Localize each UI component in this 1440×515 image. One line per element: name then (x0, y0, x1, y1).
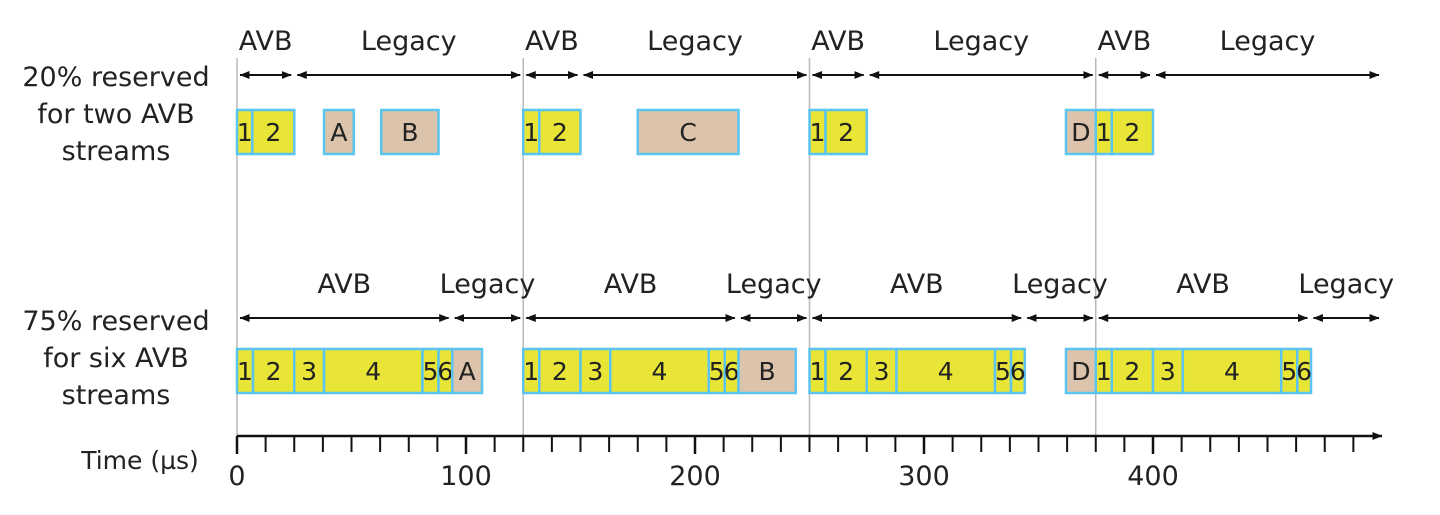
avb-stream-frame (1151, 347, 1185, 395)
avb-stream-label: 2 (1124, 118, 1140, 147)
legacy-frame-label: A (330, 118, 347, 147)
legacy-frame (322, 108, 356, 156)
legacy-period-label: Legacy (361, 26, 457, 57)
time-tick-label: 0 (228, 461, 245, 492)
avb-stream-label: 5 (709, 357, 725, 386)
avb-stream-label: 2 (552, 357, 568, 386)
avb-stream-label: 2 (552, 118, 568, 147)
time-tick-label: 100 (440, 461, 492, 492)
row-label-75pct-line2: for six AVB (43, 343, 189, 374)
avb-stream-label: 3 (587, 357, 603, 386)
legacy-period-label: Legacy (1220, 26, 1316, 57)
avb-period-label: AVB (890, 269, 944, 300)
avb-stream-label: 2 (838, 118, 854, 147)
avb-stream-frame (1181, 347, 1283, 395)
legacy-frame (451, 347, 484, 395)
row-label-20pct-line1: 20% reserved (22, 62, 210, 93)
avb-stream-label: 3 (1160, 357, 1176, 386)
avb-stream-label: 3 (301, 357, 317, 386)
legacy-frame-label: D (1071, 357, 1090, 386)
avb-stream-frame (579, 347, 612, 395)
avb-stream-label: 6 (1296, 357, 1312, 386)
avb-stream-label: 1 (523, 357, 539, 386)
avb-period-label: AVB (525, 26, 579, 57)
legacy-frame-label: D (1071, 118, 1090, 147)
avb-stream-label: 2 (265, 118, 281, 147)
row-label-75pct-line3: streams (61, 380, 171, 411)
legacy-frame (1064, 108, 1097, 156)
row-label-20pct: 20% reserved for two AVB streams (0, 59, 232, 170)
avb-stream-label: 1 (237, 357, 253, 386)
avb-period-label: AVB (604, 269, 658, 300)
avb-stream-frame (251, 108, 296, 156)
avb-period-label: AVB (1098, 26, 1152, 57)
avb-stream-frame (824, 108, 869, 156)
avb-stream-label: 5 (995, 357, 1011, 386)
avb-stream-label: 1 (237, 118, 253, 147)
time-tick-label: 300 (898, 461, 950, 492)
avb-stream-label: 6 (1010, 357, 1026, 386)
avb-period-label: AVB (811, 26, 865, 57)
avb-stream-label: 2 (838, 357, 854, 386)
avb-stream-label: 2 (1124, 357, 1140, 386)
row-label-75pct-line1: 75% reserved (22, 306, 210, 337)
time-tick-label: 400 (1127, 461, 1179, 492)
avb-stream-label: 6 (437, 357, 453, 386)
legacy-frame-label: A (459, 357, 476, 386)
avb-stream-label: 4 (938, 357, 954, 386)
avb-stream-label: 4 (652, 357, 668, 386)
time-tick-label: 200 (669, 461, 721, 492)
legacy-frame-label: C (679, 118, 696, 147)
legacy-frame (380, 108, 440, 156)
avb-stream-frame (1009, 347, 1027, 395)
avb-period-label: AVB (317, 269, 371, 300)
avb-stream-label: 6 (724, 357, 740, 386)
legacy-frame-label: B (401, 118, 418, 147)
avb-stream-frame (322, 347, 424, 395)
avb-stream-label: 1 (810, 118, 826, 147)
legacy-period-label: Legacy (726, 269, 822, 300)
avb-stream-frame (1110, 108, 1155, 156)
time-axis: 0 100 200 300 400 Time (µs) (80, 432, 1383, 492)
avb-stream-label: 4 (365, 357, 381, 386)
avb-stream-label: 5 (1281, 357, 1297, 386)
legacy-frame (737, 347, 798, 395)
legacy-period-label: Legacy (440, 269, 536, 300)
avb-stream-label: 1 (523, 118, 539, 147)
avb-stream-frame (293, 347, 326, 395)
avb-stream-frame (251, 347, 296, 395)
avb-stream-label: 1 (1096, 357, 1112, 386)
row-label-75pct: 75% reserved for six AVB streams (0, 303, 232, 414)
row-label-20pct-line2: for two AVB (37, 99, 195, 130)
avb-period-label: AVB (239, 26, 293, 57)
avb-stream-label: 5 (423, 357, 439, 386)
legacy-period-label: Legacy (933, 26, 1029, 57)
legacy-period-label: Legacy (1012, 269, 1108, 300)
avb-stream-label: 4 (1224, 357, 1240, 386)
legacy-frame (636, 108, 740, 156)
avb-stream-label: 2 (266, 357, 282, 386)
avb-stream-label: 3 (874, 357, 890, 386)
row-label-20pct-line3: streams (61, 136, 171, 167)
avb-period-label: AVB (1176, 269, 1230, 300)
avb-stream-frame (538, 108, 582, 156)
legacy-frame-label: B (759, 357, 776, 386)
avb-stream-frame (1110, 347, 1155, 395)
avb-stream-frame (1296, 347, 1313, 395)
time-axis-label: Time (µs) (80, 446, 199, 475)
legacy-period-label: Legacy (647, 26, 743, 57)
avb-stream-frame (609, 347, 710, 395)
legacy-period-label: Legacy (1298, 269, 1394, 300)
avb-stream-label: 1 (810, 357, 826, 386)
avb-stream-label: 1 (1096, 118, 1112, 147)
